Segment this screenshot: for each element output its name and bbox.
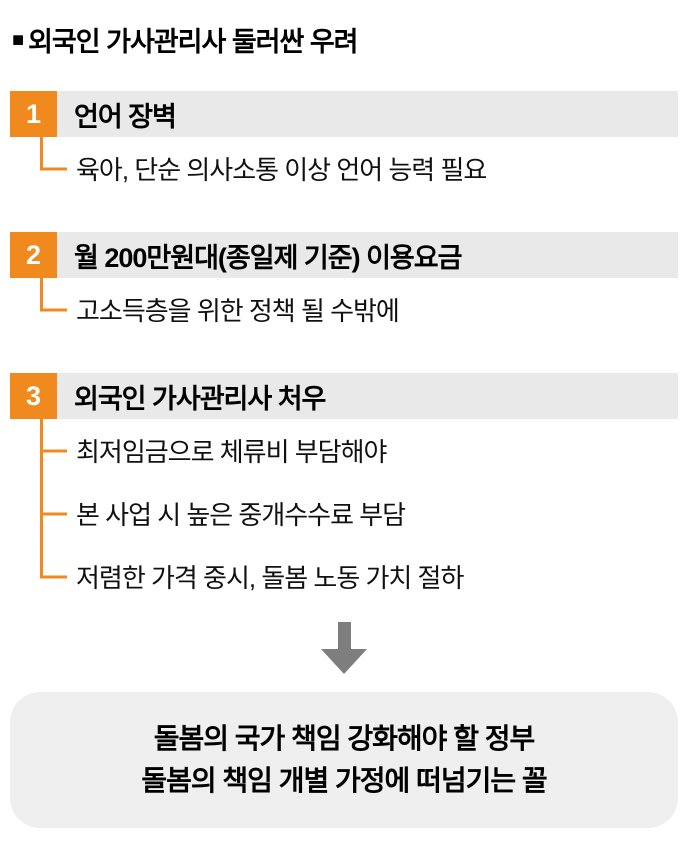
conclusion-line: 돌봄의 국가 책임 강화해야 할 정부 xyxy=(153,723,536,754)
list-item: 고소득층을 위한 정책 될 수밖에 xyxy=(40,278,678,341)
down-arrow-stem xyxy=(337,622,351,649)
down-arrow-icon xyxy=(10,622,678,674)
section-worker-treatment: 3 외국인 가사관리사 처우 최저임금으로 체류비 부담해야 본 사업 시 높은… xyxy=(10,373,678,608)
section-heading: 외국인 가사관리사 처우 xyxy=(57,373,678,419)
conclusion-box: 돌봄의 국가 책임 강화해야 할 정부 돌봄의 책임 개별 가정에 떠넘기는 꼴 xyxy=(10,692,678,828)
section-heading: 월 200만원대(종일제 기준) 이용요금 xyxy=(57,232,678,278)
section-number-badge: 1 xyxy=(10,91,57,137)
section-item-list: 육아, 단순 의사소통 이상 언어 능력 필요 xyxy=(10,137,678,200)
list-item: 본 사업 시 높은 중개수수료 부담 xyxy=(40,482,678,545)
section-heading: 언어 장벽 xyxy=(57,91,678,137)
page-title: ■ 외국인 가사관리사 둘러싼 우려 xyxy=(12,20,678,59)
section-item-list: 최저임금으로 체류비 부담해야 본 사업 시 높은 중개수수료 부담 저렴한 가… xyxy=(10,419,678,608)
page-title-text: 외국인 가사관리사 둘러싼 우려 xyxy=(28,27,358,57)
square-bullet-icon: ■ xyxy=(12,28,24,51)
list-item: 최저임금으로 체류비 부담해야 xyxy=(40,419,678,482)
section-language-barrier: 1 언어 장벽 육아, 단순 의사소통 이상 언어 능력 필요 xyxy=(10,91,678,200)
conclusion-line: 돌봄의 책임 개별 가정에 떠넘기는 꼴 xyxy=(141,765,547,796)
section-header: 1 언어 장벽 xyxy=(10,91,678,137)
section-header: 3 외국인 가사관리사 처우 xyxy=(10,373,678,419)
section-item-list: 고소득층을 위한 정책 될 수밖에 xyxy=(10,278,678,341)
section-usage-fee: 2 월 200만원대(종일제 기준) 이용요금 고소득층을 위한 정책 될 수밖… xyxy=(10,232,678,341)
list-item: 육아, 단순 의사소통 이상 언어 능력 필요 xyxy=(40,137,678,200)
list-item: 저렴한 가격 중시, 돌봄 노동 가치 절하 xyxy=(40,545,678,608)
section-header: 2 월 200만원대(종일제 기준) 이용요금 xyxy=(10,232,678,278)
down-arrow-head xyxy=(321,649,367,674)
section-number-badge: 3 xyxy=(10,373,57,419)
section-number-badge: 2 xyxy=(10,232,57,278)
